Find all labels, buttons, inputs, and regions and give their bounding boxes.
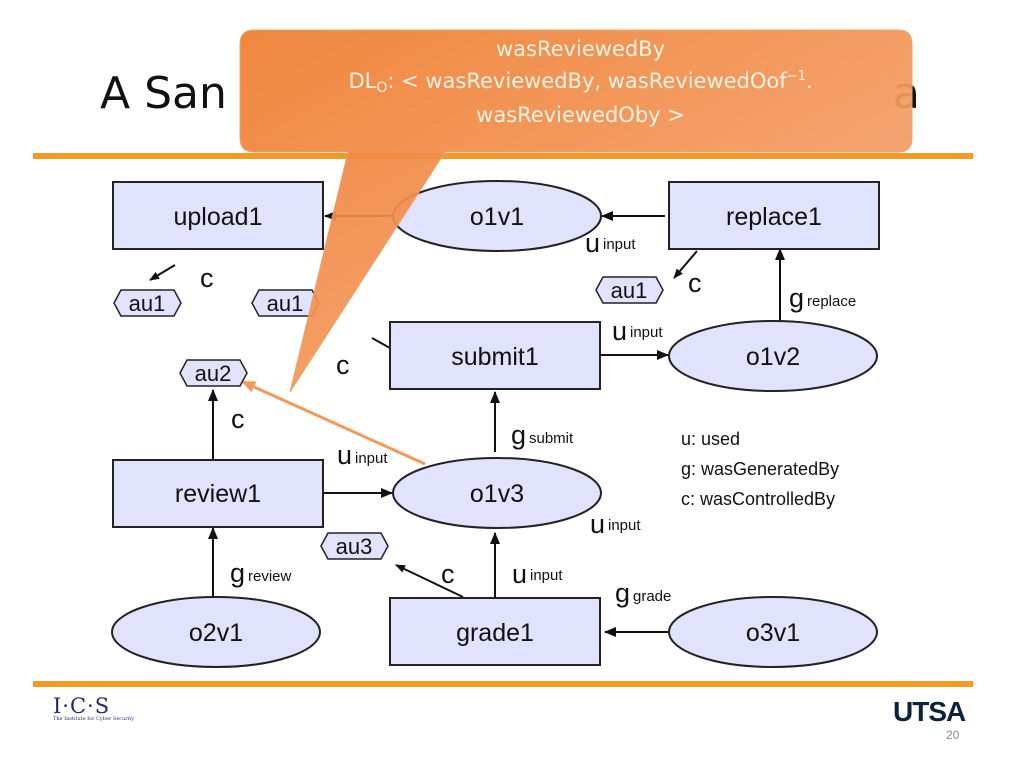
label-o1v2: o1v2: [746, 343, 800, 371]
node-o3v1: [668, 596, 878, 668]
edge-label-c-grade: c: [441, 559, 455, 589]
page-number: 20: [946, 728, 960, 742]
callout-line1: wasReviewedBy: [496, 37, 665, 61]
edge-label-grade: grade: [633, 588, 671, 605]
callout-text: wasReviewedBy DLO: < wasReviewedBy, wasR…: [248, 36, 913, 129]
label-replace1: replace1: [726, 203, 822, 231]
label-o3v1: o3v1: [746, 619, 800, 647]
node-submit1: [389, 321, 601, 390]
edge-label-c-upload: c: [200, 263, 214, 293]
edge-label-g-grade: g: [615, 578, 630, 608]
label-o1v3: o1v3: [470, 480, 524, 508]
callout-bubble: [239, 29, 913, 393]
label-review1: review1: [175, 480, 261, 508]
node-upload1: [112, 181, 324, 250]
edge-label-c-replace: c: [688, 268, 702, 298]
label-au1-mid: au1: [267, 291, 304, 316]
hex-au1-right: [595, 276, 664, 304]
callout-line2: DLO: < wasReviewedBy, wasReviewedOof−1.: [248, 63, 913, 102]
edge-label-input-o1v3: input: [608, 517, 641, 534]
label-grade1: grade1: [456, 619, 534, 647]
node-o1v2: [668, 320, 878, 392]
edge-label-u-o1v2: u: [612, 316, 627, 346]
edge-label-input-o1v2: input: [630, 324, 663, 341]
node-o1v3: [392, 457, 602, 529]
label-au1-right: au1: [611, 278, 648, 303]
callout-end: .: [805, 69, 813, 93]
callout-dl: DL: [348, 69, 377, 93]
legend-used: u: used: [681, 429, 740, 449]
label-upload1: upload1: [174, 203, 263, 231]
legend-controlled: c: wasControlledBy: [681, 489, 835, 509]
edge-label-input-grade: input: [530, 567, 563, 584]
edge-label-g-submit: g: [511, 420, 526, 450]
callout-mid: : < wasReviewedBy, wasReviewedOof: [387, 69, 787, 93]
edge-grade1-au3: [395, 564, 464, 598]
callout-dl-sub: O: [376, 80, 388, 96]
bottom-rule: [33, 681, 973, 687]
ics-logo-mark: I·C·S: [53, 694, 111, 718]
edge-label-u-o1v1: u: [585, 228, 600, 258]
callout-sup: −1: [786, 69, 806, 84]
hex-au1-left: [113, 289, 182, 317]
highlight-edge-o1v3-au2: [241, 380, 426, 466]
edge-label-u-review: u: [337, 440, 352, 470]
label-o1v1: o1v1: [470, 203, 524, 231]
legend-generated: g: wasGeneratedBy: [681, 459, 839, 479]
node-review1: [112, 459, 324, 528]
edge-label-u-o1v3: u: [590, 509, 605, 539]
hex-au2: [179, 359, 248, 387]
edge-label-replace: replace: [807, 293, 856, 310]
edge-label-g-replace: g: [789, 283, 804, 313]
label-au3: au3: [336, 534, 373, 559]
node-grade1: [389, 597, 601, 666]
edge-label-g-review: g: [230, 558, 245, 588]
slide-title: A San: [100, 68, 227, 119]
edge-label-u-grade: u: [512, 559, 527, 589]
ics-logo-subtitle: The Institute for Cyber Security: [53, 716, 135, 722]
node-replace1: [668, 181, 880, 250]
hex-au3: [320, 532, 389, 560]
edge-label-review: review: [248, 568, 292, 585]
label-au2: au2: [195, 361, 232, 386]
callout-line3: wasReviewedOby >: [476, 103, 685, 127]
ics-logo: I·C·S The Institute for Cyber Security: [53, 694, 134, 722]
edge-label-c-review: c: [231, 404, 245, 434]
label-au1-left: au1: [129, 291, 166, 316]
edge-label-c-submit: c: [336, 350, 350, 380]
node-o2v1: [111, 596, 321, 668]
label-submit1: submit1: [451, 343, 539, 371]
edge-label-input-o1v1: input: [603, 236, 636, 253]
edge-label-submit: submit: [529, 430, 574, 447]
edge-replace1-au1: [673, 250, 698, 279]
label-o2v1: o2v1: [189, 619, 243, 647]
edge-upload1-au1: [149, 264, 176, 281]
edge-submit1-au1: [371, 337, 391, 349]
edge-label-input-review: input: [355, 450, 388, 467]
utsa-logo: UTSA: [893, 696, 966, 727]
top-rule: [33, 153, 973, 159]
